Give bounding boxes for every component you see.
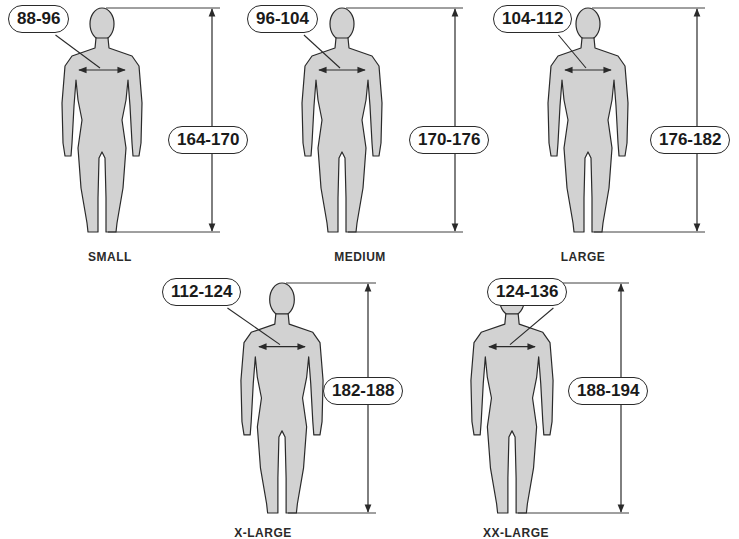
chest-size-pill: 96-104 <box>247 5 318 33</box>
size-name: SMALL <box>88 250 132 264</box>
human-figure <box>302 8 463 232</box>
height-size-pill: 170-176 <box>409 126 489 154</box>
height-size-pill: 176-182 <box>650 126 730 154</box>
size-range: 188-194 <box>577 381 639 401</box>
body-silhouette <box>548 8 628 232</box>
extension-line <box>288 513 376 514</box>
body-silhouette <box>471 283 553 513</box>
extension-line <box>518 513 629 514</box>
size-range: 164-170 <box>177 130 239 150</box>
chest-arrow <box>489 346 535 347</box>
size-name: MEDIUM <box>334 250 386 264</box>
size-range: 182-188 <box>332 381 394 401</box>
chest-arrow <box>565 69 611 70</box>
extension-line <box>286 283 376 284</box>
chest-size-pill: 124-136 <box>487 278 567 306</box>
leader-line <box>304 35 340 68</box>
height-size-pill: 182-188 <box>323 377 403 405</box>
leader-line <box>227 308 280 345</box>
height-dimension <box>211 9 212 231</box>
height-size-pill: 188-194 <box>568 377 648 405</box>
chest-size-pill: 88-96 <box>8 5 69 33</box>
extension-line <box>592 8 705 9</box>
extension-line <box>348 232 463 233</box>
extension-line <box>346 8 463 9</box>
size-range: 176-182 <box>659 130 721 150</box>
chest-arrow <box>319 69 365 70</box>
chest-arrow <box>259 346 305 347</box>
chest-size-pill: 112-124 <box>162 278 241 306</box>
extension-line <box>594 232 705 233</box>
size-name: LARGE <box>561 250 606 264</box>
size-name: XX-LARGE <box>483 526 549 539</box>
leader-line <box>558 35 586 68</box>
chest-arrow <box>79 69 125 70</box>
height-dimension <box>696 9 697 231</box>
size-range: 104-112 <box>502 9 563 29</box>
extension-line <box>108 232 220 233</box>
human-figure <box>62 8 220 232</box>
size-range: 112-124 <box>171 282 232 302</box>
body-silhouette <box>241 283 323 513</box>
size-range: 96-104 <box>256 9 309 29</box>
human-figure <box>548 8 705 232</box>
size-range: 124-136 <box>496 282 558 302</box>
leader-line <box>55 35 100 68</box>
chest-size-pill: 104-112 <box>493 5 572 33</box>
height-size-pill: 164-170 <box>168 126 248 154</box>
extension-line <box>106 8 220 9</box>
height-dimension <box>454 9 455 231</box>
body-silhouette <box>62 8 142 232</box>
size-range: 170-176 <box>418 130 480 150</box>
size-range: 88-96 <box>17 9 60 29</box>
leader-line <box>510 308 553 345</box>
size-name: X-LARGE <box>234 526 292 539</box>
body-silhouette <box>302 8 382 232</box>
